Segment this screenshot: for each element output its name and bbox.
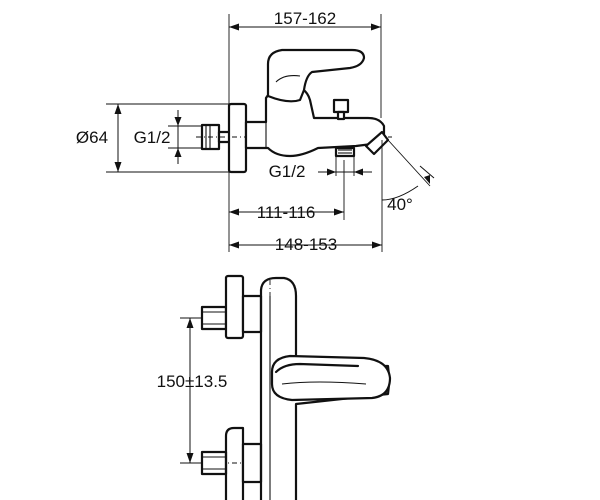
dimension-inlet-thread: G1/2: [134, 110, 206, 164]
dimension-outlet-thread: G1/2: [269, 156, 372, 181]
inlet-spacing-label: 150±13.5: [157, 372, 228, 391]
dimension-inlet-spacing: 150±13.5: [157, 317, 228, 464]
mixer-body-front: [259, 276, 392, 500]
inlet-thread-label: G1/2: [134, 128, 171, 147]
dimension-spout-angle: 40°: [381, 139, 435, 218]
spout-angle-label: 40°: [387, 195, 413, 214]
lower-inlet: [200, 426, 263, 500]
dimension-total-length: 148-153: [228, 172, 383, 254]
dimension-overall-length: 157-162: [228, 9, 382, 118]
dimension-outlet-position: 111-116: [229, 160, 345, 222]
body-diameter-label: Ø64: [76, 128, 108, 147]
side-view: 157-162 Ø64 G1/2: [76, 9, 435, 254]
overall-length-label: 157-162: [274, 9, 336, 28]
mixer-body: [244, 48, 390, 158]
wall-connector: [200, 102, 248, 174]
outlet-thread-label: G1/2: [269, 162, 306, 181]
outlet-position-label: 111-116: [257, 203, 316, 222]
dimension-body-diameter: Ø64: [76, 103, 229, 173]
upper-inlet: [200, 274, 263, 340]
front-view: 150±13.5: [157, 274, 392, 500]
total-length-label: 148-153: [275, 235, 337, 254]
